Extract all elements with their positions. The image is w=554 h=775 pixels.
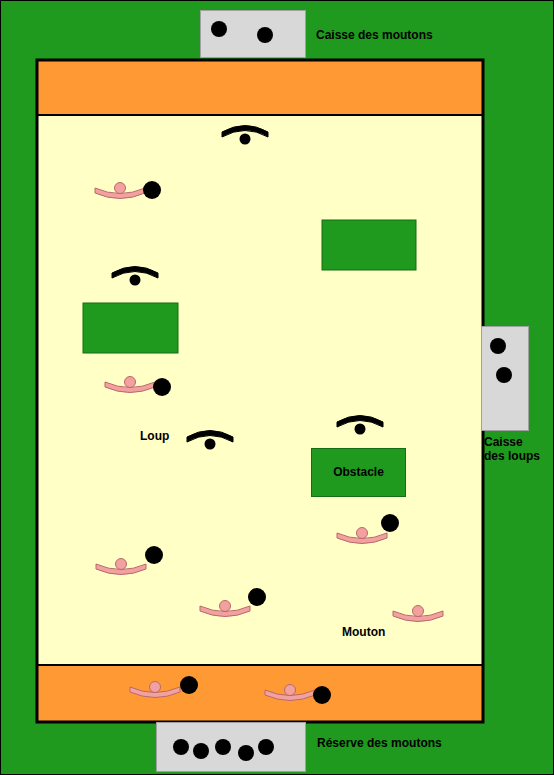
- wolf-figure: [337, 416, 383, 435]
- crate-box: Réserve des moutons: [156, 722, 306, 772]
- wolf-head: [240, 134, 251, 145]
- ball: [215, 739, 231, 755]
- crate-heading: Caisse des loups: [484, 435, 546, 464]
- obstacle-label: Obstacle: [333, 465, 384, 479]
- ball: [257, 27, 273, 43]
- sheep-head: [116, 559, 127, 570]
- wolf-head: [205, 439, 216, 450]
- ball: [490, 338, 506, 354]
- ball-group: [157, 723, 307, 773]
- ball: [238, 745, 254, 761]
- ball: [211, 21, 227, 37]
- sheep-label: Mouton: [342, 625, 385, 639]
- ball: [248, 588, 266, 606]
- top-band: [37, 60, 483, 115]
- wolf-label: Loup: [140, 429, 169, 443]
- ball: [313, 686, 331, 704]
- obstacle-box: Obstacle: [311, 448, 406, 497]
- sheep-head: [150, 682, 161, 693]
- sheep-figure: [95, 181, 161, 199]
- field-border: [37, 60, 483, 722]
- ball: [180, 676, 198, 694]
- wolf-head: [130, 275, 141, 286]
- sheep-head: [413, 606, 424, 617]
- wolf-head: [355, 424, 366, 435]
- crate-box: Caisse des loups: [481, 326, 529, 431]
- obstacle-block: [83, 303, 178, 353]
- ball: [193, 743, 209, 759]
- sheep-head: [285, 685, 296, 696]
- sheep-head: [220, 601, 231, 612]
- bottom-band: [37, 665, 483, 722]
- sheep-figure: [393, 606, 443, 622]
- ball: [381, 514, 399, 532]
- crate-heading: Caisse des moutons: [316, 28, 433, 42]
- ball: [496, 367, 512, 383]
- crate-box: Caisse des moutons: [200, 10, 306, 58]
- wolf-figure: [112, 267, 158, 286]
- sheep-head: [125, 377, 136, 388]
- sheep-figure: [96, 546, 163, 575]
- ball: [153, 378, 171, 396]
- wolf-figure: [222, 126, 268, 145]
- ball: [173, 739, 189, 755]
- sheep-figure: [105, 377, 171, 397]
- ball-group: [201, 11, 307, 59]
- obstacle-block: [322, 220, 416, 270]
- ball-group: [482, 327, 530, 432]
- sheep-figure: [265, 685, 331, 705]
- wolf-figure: [187, 431, 233, 450]
- sheep-head: [115, 183, 126, 194]
- field: [37, 60, 483, 722]
- ball: [145, 546, 163, 564]
- sheep-head: [357, 528, 368, 539]
- sheep-figure: [130, 676, 198, 698]
- ball: [258, 739, 274, 755]
- ball: [143, 181, 161, 199]
- sheep-figure: [200, 588, 266, 617]
- crate-heading: Réserve des moutons: [317, 736, 442, 750]
- sheep-figure: [337, 514, 399, 544]
